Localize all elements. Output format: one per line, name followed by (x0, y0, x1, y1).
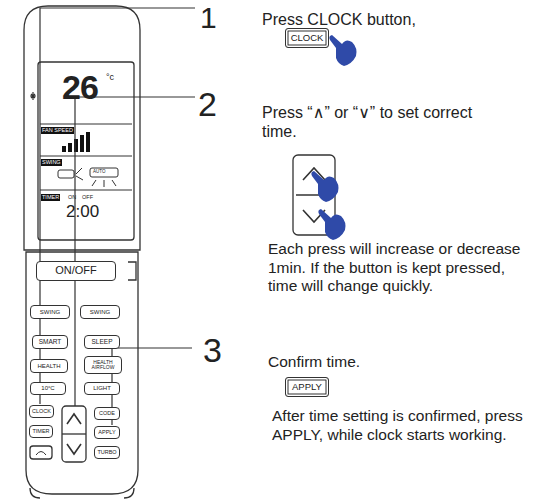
remote-button: HEALTH AIRFLOW (84, 356, 122, 374)
screen-text: 2:00 (66, 202, 99, 222)
remote-button: TIMER (29, 425, 53, 438)
button-text: 10°C (41, 385, 54, 391)
instruction-text: Each press will increase or decrease 1mi… (268, 240, 534, 296)
remote-button: 10°C (30, 382, 66, 395)
screen-text: FAN SPEED (41, 127, 74, 134)
button-text: SWING (40, 309, 60, 315)
screen-text: °c (106, 72, 114, 83)
remote-button: SWING (80, 305, 120, 319)
button-text: CODE (99, 411, 115, 417)
remote-button: HEALTH (30, 359, 68, 373)
button-text: ON/OFF (55, 265, 97, 277)
button-text: APPLY (98, 430, 115, 436)
callout-number: 3 (203, 330, 222, 371)
button-icon: CLOCK (285, 28, 329, 48)
screen-text: AUTO (93, 169, 105, 174)
button-text: CLOCK (291, 33, 324, 43)
button-text: SMART (39, 339, 62, 346)
button-text: APPLY (292, 382, 322, 392)
button-text: TURBO (97, 450, 116, 456)
remote-button: CLOCK (29, 405, 54, 418)
screen-text: SWING (41, 159, 62, 166)
remote-button: SMART (32, 335, 68, 349)
remote-button: ON/OFF (36, 261, 116, 281)
screen-text: ON (68, 194, 76, 201)
button-icon: APPLY (285, 377, 329, 397)
remote-button: SLEEP (84, 335, 120, 349)
button-text: HEALTH AIRFLOW (87, 360, 119, 371)
instruction-text: Press CLOCK button, (262, 10, 416, 29)
instruction-text: Confirm time. (268, 353, 360, 372)
remote-button: LIGHT (84, 382, 120, 395)
button-text: SWING (90, 309, 110, 315)
screen-text: TIMER (41, 194, 60, 201)
remote-button: SWING (30, 305, 70, 319)
button-text: CLOCK (32, 409, 51, 415)
button-text: HEALTH (37, 363, 60, 369)
button-text: SLEEP (92, 339, 113, 346)
button-text: LIGHT (93, 385, 111, 391)
screen-text: OFF (82, 194, 93, 201)
button-text: TIMER (32, 429, 49, 435)
remote-button: CODE (94, 407, 120, 420)
remote-button: TURBO (94, 446, 120, 459)
callout-number: 2 (198, 84, 217, 125)
instruction-text: After time setting is confirmed, press A… (272, 407, 532, 444)
instruction-text: Press “∧” or “∨” to set correct time. (262, 103, 477, 141)
screen-text: 26 (62, 70, 98, 104)
callout-number: 1 (200, 0, 217, 36)
remote-button: APPLY (94, 426, 120, 439)
